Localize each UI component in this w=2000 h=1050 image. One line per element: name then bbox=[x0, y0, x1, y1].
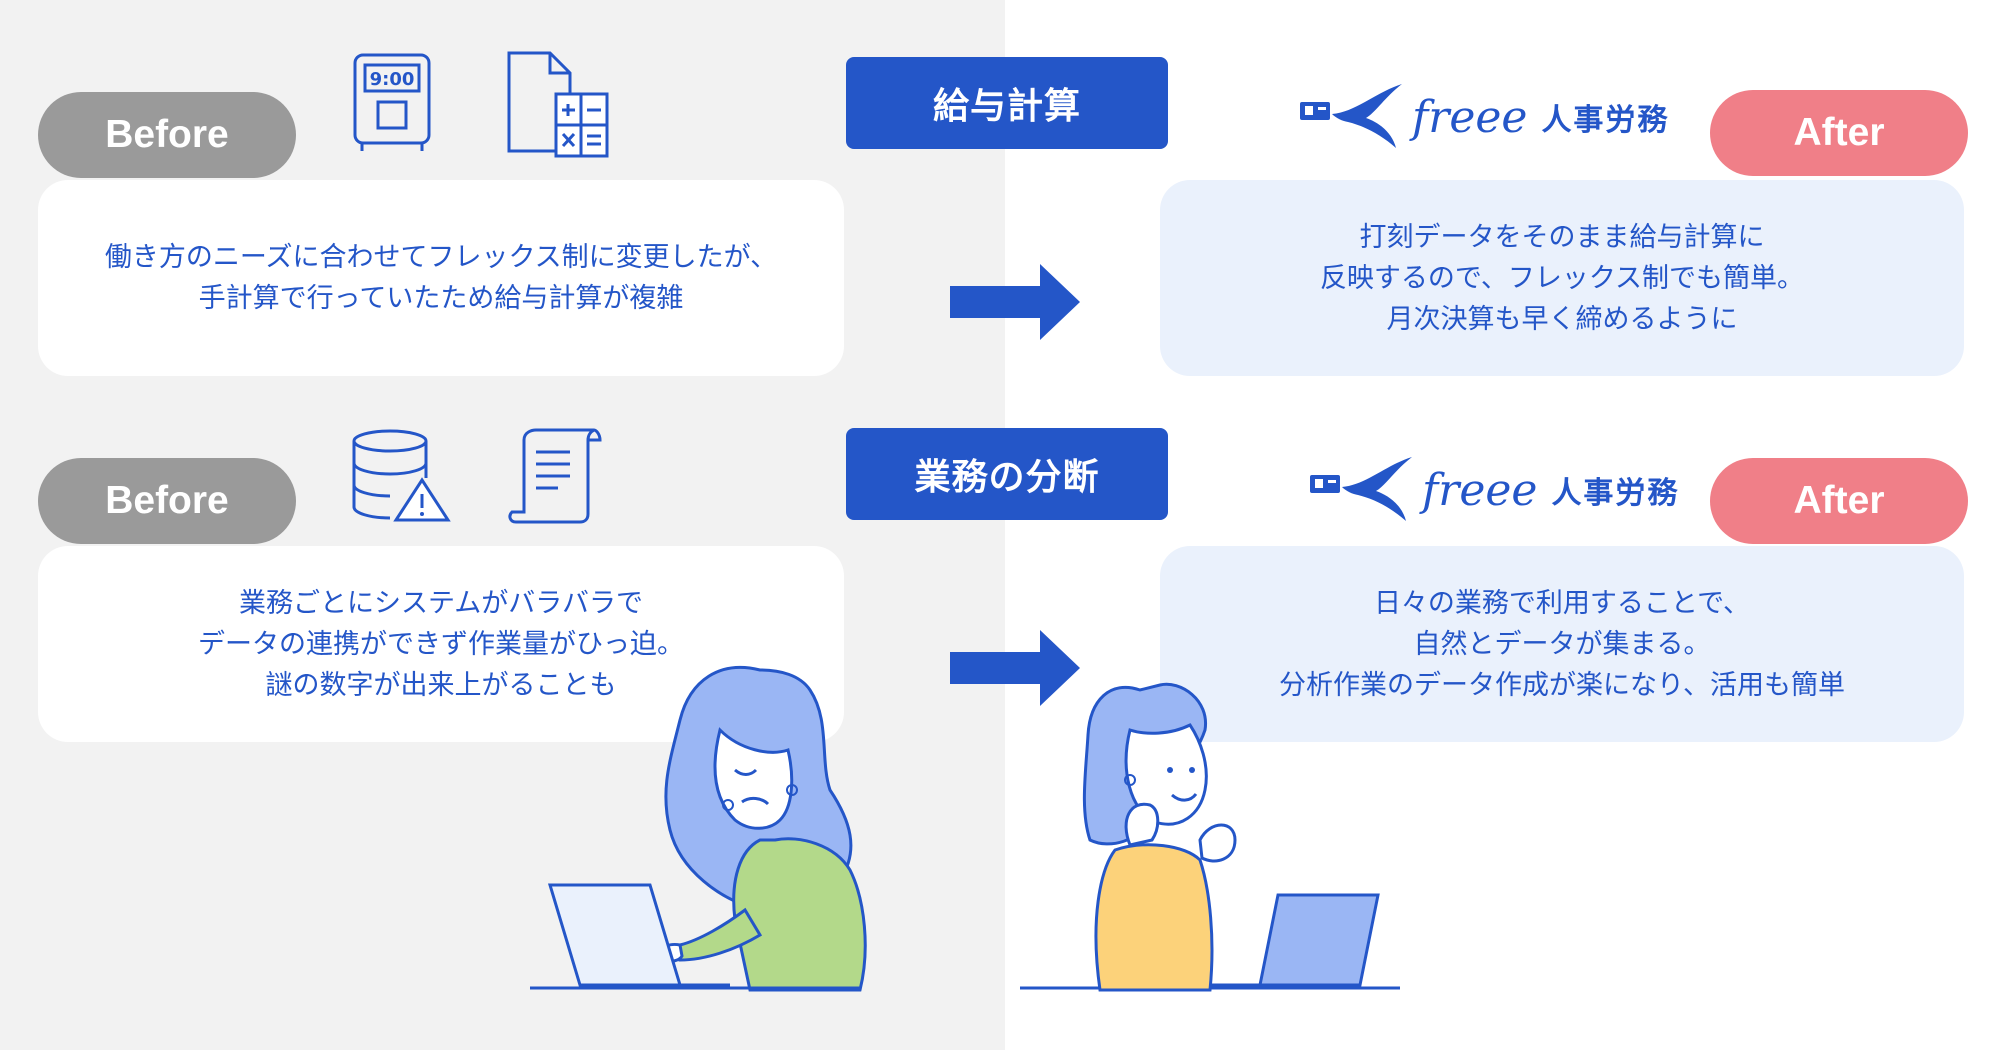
topic-label-2: 業務の分断 bbox=[846, 428, 1168, 520]
freee-logo-2: freee 人事労務 bbox=[1306, 455, 1679, 525]
freee-wordmark: freee bbox=[1412, 91, 1528, 143]
before-text-line: 働き方のニーズに合わせてフレックス制に変更したが、 bbox=[104, 242, 778, 273]
before-text-line: 手計算で行っていたため給与計算が複雑 bbox=[198, 283, 684, 314]
after-text-line: 日々の業務で利用することで、 bbox=[1373, 587, 1751, 619]
clock-time-text: 9:00 bbox=[370, 69, 415, 90]
before-card-1: 働き方のニーズに合わせてフレックス制に変更したが、 手計算で行っていたため給与計… bbox=[38, 180, 844, 376]
happy-woman-illustration bbox=[1020, 682, 1400, 992]
freee-product-name: 人事労務 bbox=[1541, 103, 1670, 138]
before-text-line: 業務ごとにシステムがバラバラで bbox=[239, 587, 643, 619]
after-card-1: 打刻データをそのまま給与計算に 反映するので、フレックス制でも簡単。 月次決算も… bbox=[1160, 180, 1964, 376]
after-text-line: 分析作業のデータ作成が楽になり、活用も簡単 bbox=[1279, 669, 1845, 701]
bird-icon bbox=[1300, 84, 1402, 148]
freee-wordmark: freee bbox=[1422, 464, 1538, 516]
arrow-right-icon bbox=[950, 264, 1080, 340]
stressed-woman-illustration bbox=[530, 665, 867, 992]
database-warning-icon bbox=[352, 429, 451, 522]
after-text-line: 月次決算も早く締めるように bbox=[1386, 303, 1738, 335]
before-badge-2: Before bbox=[38, 458, 296, 544]
before-text-line: 謎の数字が出来上がることも bbox=[265, 669, 617, 701]
time-clock-icon: 9:00 bbox=[353, 53, 431, 151]
freee-product-name: 人事労務 bbox=[1551, 476, 1680, 511]
before-text-line: データの連携ができず作業量がひっ迫。 bbox=[198, 628, 684, 660]
topic-label-1: 給与計算 bbox=[846, 57, 1168, 149]
document-calculator-icon bbox=[507, 51, 609, 158]
after-text-line: 打刻データをそのまま給与計算に bbox=[1359, 221, 1765, 253]
after-text-line: 反映するので、フレックス制でも簡単。 bbox=[1319, 262, 1805, 294]
after-card-2: 日々の業務で利用することで、 自然とデータが集まる。 分析作業のデータ作成が楽に… bbox=[1160, 546, 1964, 742]
arrow-right-icon bbox=[950, 630, 1080, 706]
freee-logo-1: freee 人事労務 bbox=[1296, 82, 1669, 152]
before-badge-1: Before bbox=[38, 92, 296, 178]
after-badge-1: After bbox=[1710, 90, 1968, 176]
after-badge-2: After bbox=[1710, 458, 1968, 544]
scroll-document-icon bbox=[508, 428, 602, 524]
bird-icon bbox=[1310, 457, 1412, 521]
after-text-line: 自然とデータが集まる。 bbox=[1413, 628, 1711, 660]
